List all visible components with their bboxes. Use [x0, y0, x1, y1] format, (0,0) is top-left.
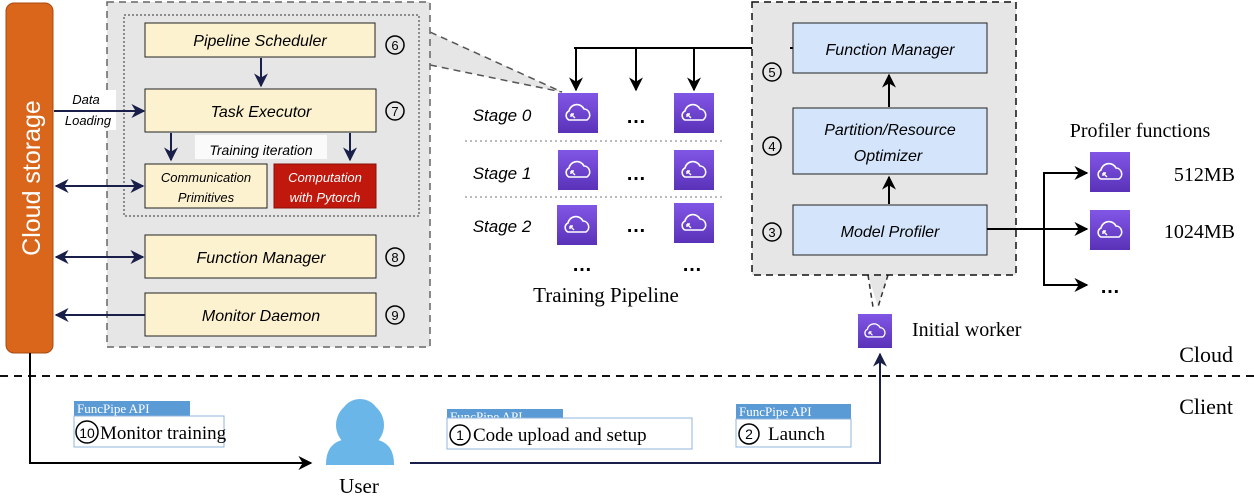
worker-function-manager-label: Function Manager — [197, 250, 327, 267]
data-loading-label-2: Loading — [65, 113, 112, 128]
training-iteration-label: Training iteration — [209, 142, 312, 158]
profiler-lambda-icon — [1090, 210, 1130, 250]
step-9: 9 — [391, 308, 398, 323]
api-label: Monitor training — [100, 423, 227, 444]
user-label: User — [339, 474, 379, 498]
step-6-badge — [385, 35, 405, 55]
profiler-512mb: 512MB — [1174, 164, 1235, 186]
lambda-function-icon — [558, 150, 598, 190]
controller-function-manager — [792, 22, 988, 74]
lambda-function-icon — [674, 203, 714, 243]
user-icon — [326, 399, 394, 465]
step-6: 6 — [391, 38, 398, 53]
step-7-badge — [385, 101, 405, 121]
api-label: Launch — [768, 424, 825, 445]
ellipsis: … — [626, 215, 646, 237]
step-10: 10 — [79, 425, 95, 441]
ellipsis: … — [626, 163, 646, 185]
data-loading-label: Data — [72, 92, 99, 107]
initial-worker-icon — [858, 313, 892, 349]
stage-2-label: Stage 2 — [473, 217, 532, 236]
step-2: 2 — [745, 426, 753, 442]
ellipsis: … — [572, 254, 592, 276]
ellipsis: … — [682, 254, 702, 276]
step-8: 8 — [391, 250, 398, 265]
initial-worker-label: Initial worker — [912, 319, 1022, 341]
worker-function-manager — [144, 234, 377, 279]
pipeline-scheduler — [144, 22, 376, 58]
monitor-daemon — [144, 292, 377, 337]
step-3: 3 — [768, 225, 775, 240]
step-9-badge — [385, 305, 405, 325]
api-code-upload[interactable]: FuncPipe API 1 Code upload and setup — [446, 409, 693, 450]
lambda-function-icon — [674, 93, 714, 133]
step-4-badge — [762, 136, 782, 156]
step-1: 1 — [456, 427, 464, 443]
step-7: 7 — [391, 104, 398, 119]
step-5: 5 — [768, 65, 775, 80]
computation-pytorch — [273, 163, 377, 209]
communication-primitives-label: Communication — [161, 170, 251, 185]
communication-primitives-label-2: Primitives — [178, 190, 235, 205]
ellipsis: … — [626, 106, 646, 128]
lambda-function-icon — [558, 93, 598, 133]
training-pipeline: Stage 0 … Stage 1 … Stage 2 … … … Traini… — [465, 47, 790, 307]
stage-0-label: Stage 0 — [473, 106, 532, 125]
cloud-region-label: Cloud — [1179, 342, 1233, 367]
monitor-daemon-label: Monitor Daemon — [202, 308, 320, 325]
communication-primitives — [144, 163, 268, 209]
api-tag: FuncPipe API — [77, 401, 150, 416]
task-executor-label: Task Executor — [211, 104, 312, 121]
stage-1-label: Stage 1 — [473, 164, 532, 183]
client-region-label: Client — [1179, 394, 1233, 419]
model-profiler-label: Model Profiler — [841, 224, 940, 241]
task-executor — [144, 88, 377, 133]
profiler-functions-title: Profiler functions — [1070, 120, 1211, 142]
partition-resource-optimizer — [792, 107, 988, 175]
profiler-1024mb: 1024MB — [1164, 221, 1235, 243]
api-monitor-training[interactable]: FuncPipe API 10 Monitor training — [73, 401, 227, 448]
lambda-function-icon — [557, 205, 597, 245]
profiler-more: … — [1100, 276, 1120, 298]
step-4: 4 — [768, 139, 775, 154]
api-tag: FuncPipe API — [739, 404, 812, 419]
training-pipeline-caption: Training Pipeline — [533, 283, 679, 307]
computation-label-2: with Pytorch — [290, 190, 361, 205]
controller-function-manager-label: Function Manager — [826, 42, 956, 59]
computation-label: Computation — [288, 170, 362, 185]
optimizer-label-2: Optimizer — [854, 148, 923, 165]
profiler-lambda-icon — [1090, 152, 1130, 192]
api-label: Code upload and setup — [473, 425, 647, 446]
cloud-storage-label: Cloud storage — [18, 100, 46, 256]
api-launch[interactable]: FuncPipe API 2 Launch — [735, 404, 852, 448]
pipeline-scheduler-label: Pipeline Scheduler — [193, 33, 327, 50]
step-5-badge — [762, 62, 782, 82]
optimizer-label: Partition/Resource — [824, 122, 956, 139]
lambda-function-icon — [674, 150, 714, 190]
step-3-badge — [762, 222, 782, 242]
step-8-badge — [385, 247, 405, 267]
